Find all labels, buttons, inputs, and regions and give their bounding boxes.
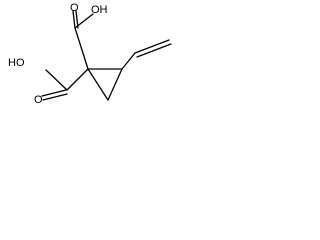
vinyl-double-bond-inner [136, 43, 172, 58]
upper-co-double-inner [75, 10, 79, 29]
lower-carbonyl-oxygen-label: O [34, 94, 43, 106]
upper-carbonyl-oxygen-label: O [70, 2, 79, 14]
vinyl-group [121, 39, 172, 70]
lower-co-double-inner [42, 93, 68, 101]
upper-co-double-outer [72, 10, 76, 29]
ring-bond-left [87, 68, 109, 101]
upper-carboxyl-group: O OH [70, 2, 108, 70]
cyclopropane-ring [87, 68, 123, 101]
lower-c-oh-bond [45, 69, 68, 91]
vinyl-double-bond-outer [134, 39, 170, 54]
lower-carboxyl-group: HO O [8, 57, 89, 106]
lower-co-double-outer [41, 89, 67, 97]
vinyl-single-bond [121, 52, 136, 70]
structure-diagram: O OH HO O [8, 2, 172, 106]
lower-carboxyl-bond [66, 68, 89, 91]
upper-hydroxyl-label: OH [91, 4, 108, 16]
upper-carboxyl-bond [74, 27, 89, 70]
left-hydroxyl-label: HO [8, 57, 25, 69]
ring-bond-right [107, 68, 123, 101]
